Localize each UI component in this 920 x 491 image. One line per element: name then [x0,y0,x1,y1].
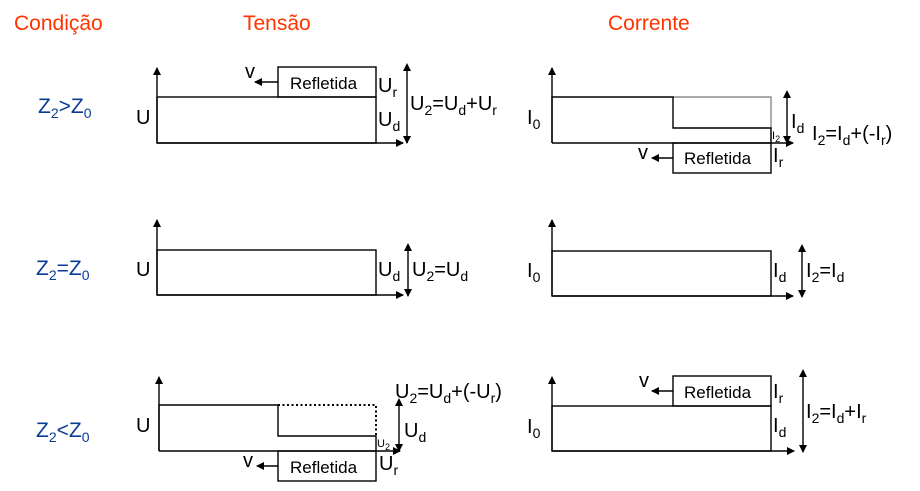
axis-label: I0 [527,260,541,285]
header-condition: Condição [14,12,103,35]
lower-label: Ud [378,109,400,134]
reflected-label: Refletida [684,149,752,168]
current-plot: I0 Id I2=Id [527,219,844,300]
condition-label: Z2>Z0 [38,95,92,121]
current-equation: I2=Id [806,260,844,285]
voltage-plot: Refletida v U Ur Ud U2=Ud+Ur [136,61,497,147]
voltage-equation: U2=Ud+Ur [410,93,497,118]
velocity-label: v [243,450,253,472]
axis-label: U [136,107,150,129]
condition-label: Z2<Z0 [36,419,90,445]
reflected-label: Refletida [684,383,752,402]
header-voltage: Tensão [243,12,311,35]
incident-wave [551,250,772,297]
upper-label: Ur [378,75,397,100]
current-plot: Refletida v I0 I2 Id Ir I2=Id+(-Ir) [527,67,892,174]
incident-wave [156,96,377,144]
row-z2-less-z0: Z2<Z0 Refletida v U U2 Ud Ur U2=Ud+(-Ur)… [36,369,867,482]
current-plot: Refletida v I0 Ir Id I2=Id+Ir [527,369,867,455]
condition-label: Z2=Z0 [36,257,90,283]
lower-label: Ir [773,145,784,170]
upper-label: Ud [404,420,426,445]
resulting-wave [551,96,772,143]
axis-label: I0 [527,107,541,132]
velocity-label: v [638,142,648,164]
reflected-label: Refletida [290,74,358,93]
current-equation: I2=Id+(-Ir) [812,123,892,148]
upper-label: Ir [773,381,784,406]
reflected-label: Refletida [290,458,358,477]
header-current: Corrente [608,12,690,35]
original-wave-outline [673,96,772,143]
velocity-label: v [639,370,649,392]
label: Id [773,260,786,285]
resulting-wave [158,404,377,451]
axis-label: U [136,259,150,281]
axis-label: U [136,415,150,437]
axis-label: I0 [527,416,541,441]
lower-label: Id [773,415,786,440]
original-wave-outline [278,404,377,436]
row-z2-greater-z0: Z2>Z0 Refletida v U Ur Ud U2=Ud+Ur Refle… [38,61,892,174]
velocity-label: v [245,61,255,83]
voltage-plot: Refletida v U U2 Ud Ur U2=Ud+(-Ur) [136,376,502,482]
voltage-plot: U Ud U2=Ud [136,219,468,299]
small-label: I2 [772,130,780,144]
voltage-equation: U2=Ud+(-Ur) [395,381,502,406]
lower-label: Ur [379,453,398,478]
incident-wave [551,405,772,452]
voltage-equation: U2=Ud [412,259,468,284]
upper-label: Id [791,111,804,136]
incident-wave [156,249,377,296]
small-label: U2 [377,438,390,452]
current-equation: I2=Id+Ir [806,401,867,426]
label: Ud [378,259,400,284]
row-z2-equal-z0: Z2=Z0 U Ud U2=Ud I0 Id I2=Id [36,219,844,300]
